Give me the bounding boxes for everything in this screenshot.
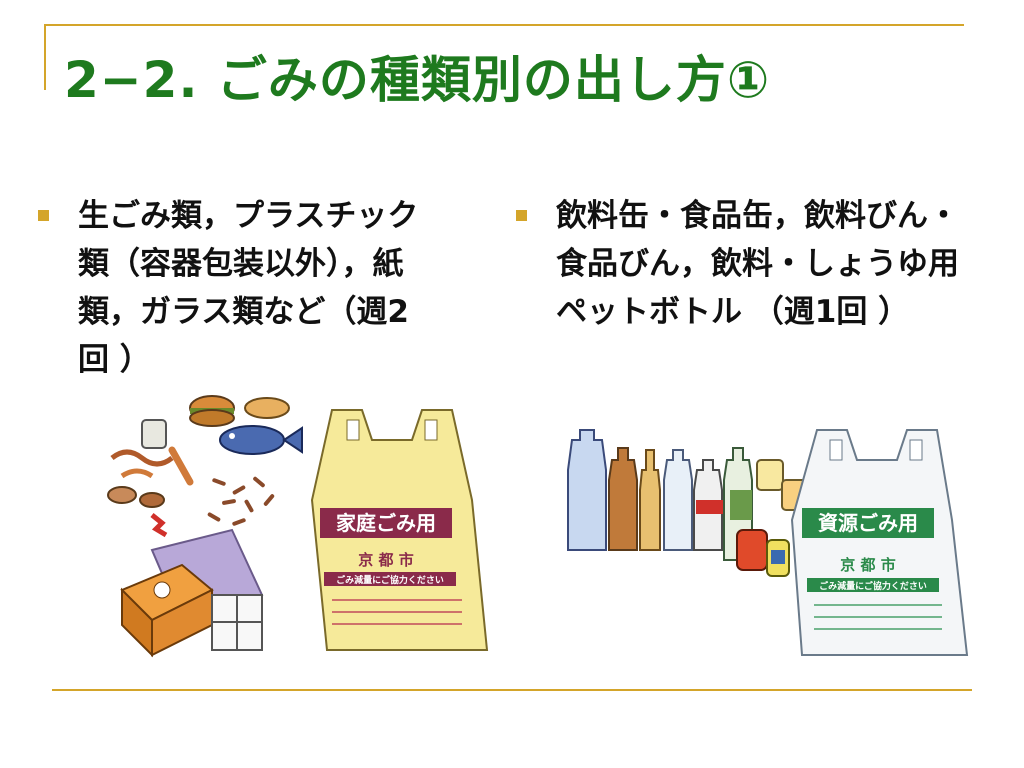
resource-bag-city: 京 都 市 [840,556,895,574]
household-bag-city: 京 都 市 [358,551,413,569]
food-scraps-icon [107,395,303,538]
bullet-line: 食品びん，飲料・しょうゆ用 [556,246,959,282]
bullet-recyclable: 飲料缶・食品缶，飲料びん・ 食品びん，飲料・しょうゆ用 ペットボトル （週1回 … [516,192,986,336]
bullet-burnable: 生ごみ類，プラスチック 類（容器包装以外），紙 類，ガラス類など（週2 回 ） [38,192,438,384]
bullet-line: 生ごみ類，プラスチック [78,198,419,234]
frame-left-line [44,24,46,90]
bullet-line: 類，ガラス類など（週2 [78,294,409,330]
household-bag-label: 家庭ごみ用 [336,511,436,535]
resource-bag-label: 資源ごみ用 [818,511,918,535]
household-bag-note: ごみ減量にご協力ください [336,574,444,586]
bullet-line: 回 ） [78,342,151,378]
bottles-group-icon [567,429,809,577]
resource-bag-note: ごみ減量にご協力ください [819,580,927,592]
frame-top-line [44,24,964,26]
bullet-square-icon [38,210,49,221]
bottles-cans-icon: 資源ごみ用 京 都 市 ごみ減量にご協力ください [567,429,969,656]
bullet-line: 飲料缶・食品缶，飲料びん・ [556,198,959,234]
slide-title: 2−2. ごみの種類別の出し方① [64,51,771,109]
household-bag-icon [310,409,489,651]
bullet-line: ペットボトル （週1回 ） [556,294,910,330]
garbage-items-icon: 家庭ごみ用 京 都 市 ごみ減量にご協力ください [107,395,489,658]
bullet-square-icon [516,210,527,221]
bullet-line: 類（容器包装以外），紙 [78,246,404,282]
frame-bottom-line [52,689,972,691]
box-icon [120,563,214,658]
resource-bag-icon [790,429,969,656]
